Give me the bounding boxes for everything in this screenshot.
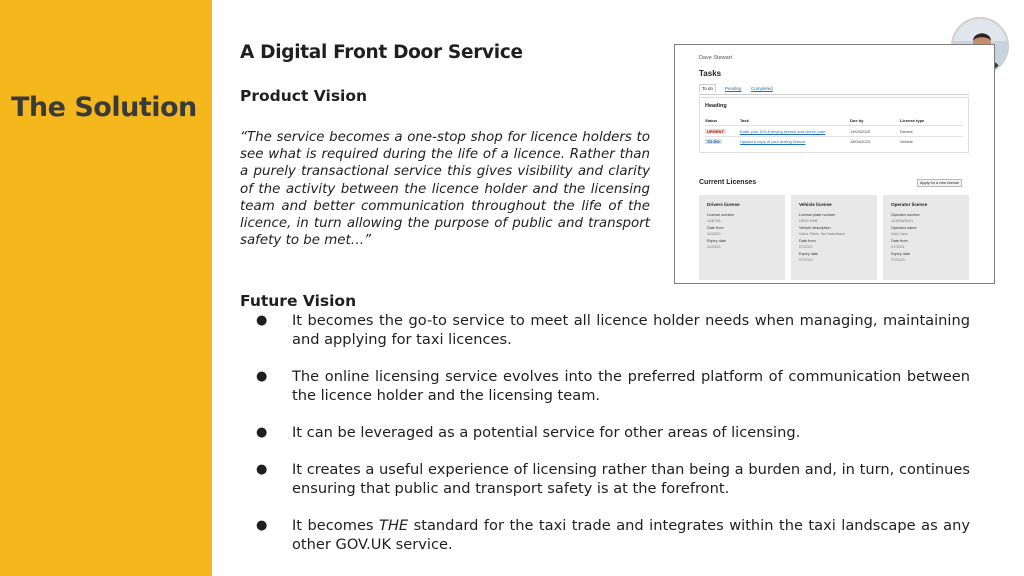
card-label: Date from (891, 239, 908, 243)
dashboard-screenshot: Dave Stewart Tasks To do Pending Complet… (674, 44, 995, 284)
divider (705, 125, 963, 126)
license-type: Drivers (900, 129, 913, 134)
card-label: Operator name (891, 226, 917, 230)
bullet-text-emphasis: THE (379, 517, 409, 534)
column-header-task: Task (740, 118, 749, 123)
bullet-icon: ● (256, 425, 268, 440)
column-header-status: Status (705, 118, 718, 123)
operator-license-card: Operator license Operator number 123456/… (883, 195, 969, 280)
column-header-due: Due by (850, 118, 864, 123)
list-item: ● It creates a useful experience of licen… (240, 460, 970, 498)
card-label: License plate number (799, 213, 836, 217)
bullet-icon: ● (256, 462, 268, 477)
card-label: Operator number (891, 213, 920, 217)
future-vision-list: ● It becomes the go-to service to meet al… (240, 311, 970, 572)
card-label: Vehicle description (799, 226, 831, 230)
bullet-text: The online licensing service evolves int… (292, 368, 970, 404)
vehicle-license-card: Vehicle license License plate number DR1… (791, 195, 877, 280)
column-header-type: License type (900, 118, 925, 123)
bullet-text: It becomes the go-to service to meet all… (292, 312, 970, 348)
tab-completed[interactable]: Completed (751, 86, 773, 91)
card-title: Vehicle license (799, 202, 832, 207)
list-item: ● The online licensing service evolves in… (240, 367, 970, 405)
bullet-icon: ● (256, 313, 268, 328)
card-value: 1AB726 (707, 219, 721, 223)
bullet-icon: ● (256, 369, 268, 384)
card-value: DR19 HVB (799, 219, 818, 223)
tasks-tabs: To do Pending Completed (699, 84, 969, 95)
task-link[interactable]: Upload a copy of your driving licence (740, 139, 806, 144)
card-value: 11/2020 (707, 232, 721, 236)
current-licenses-title: Current Licenses (699, 179, 757, 186)
due-date: 18/04/2023 (850, 139, 871, 144)
sidebar-panel: The Solution (0, 0, 212, 576)
tasks-title: Tasks (699, 69, 722, 78)
future-vision-heading: Future Vision (240, 292, 357, 310)
list-item: ● It becomes the go-to service to meet al… (240, 311, 970, 349)
status-badge: TO DO (705, 139, 722, 144)
tasks-panel: Heading Status Task Due by License type … (699, 97, 969, 153)
status-badge: URGENT (705, 129, 726, 134)
card-value: 11/2023 (707, 245, 721, 249)
drivers-license-card: Drivers license License number 1AB726 Da… (699, 195, 785, 280)
apply-license-button[interactable]: Apply for a new license (917, 179, 963, 187)
card-value: 07/2021 (799, 245, 813, 249)
divider (705, 136, 963, 137)
task-link[interactable]: Enter your DVLA driving licence and chec… (740, 129, 826, 134)
card-label: Date from (707, 226, 724, 230)
license-type: Vehicle (900, 139, 913, 144)
product-vision-quote: “The service becomes a one-stop shop for… (240, 130, 650, 249)
card-title: Drivers license (707, 202, 740, 207)
card-label: Expiry date (891, 252, 910, 256)
card-value: Volvo Silver, 5st Hatchback (799, 232, 845, 236)
bullet-text: It can be leveraged as a potential servi… (292, 424, 801, 441)
card-value: A&A Cars (891, 232, 908, 236)
bullet-icon: ● (256, 518, 268, 533)
card-value: 07/2021 (891, 245, 905, 249)
product-vision-heading: Product Vision (240, 87, 368, 105)
card-label: Date from (799, 239, 816, 243)
due-date: 13/03/2023 (850, 129, 871, 134)
user-name: Dave Stewart (699, 55, 733, 61)
card-title: Operator license (891, 202, 928, 207)
sidebar-title: The Solution (11, 92, 197, 123)
panel-heading: Heading (705, 103, 727, 109)
card-label: Expiry date (707, 239, 726, 243)
card-value: 07/2024 (799, 258, 813, 262)
card-value: 07/2025 (891, 258, 905, 262)
card-value: 123456/0101 (891, 219, 914, 223)
tab-pending[interactable]: Pending (725, 86, 742, 91)
page-title: A Digital Front Door Service (240, 42, 523, 63)
tab-to-do[interactable]: To do (699, 84, 717, 92)
card-label: Expiry date (799, 252, 818, 256)
bullet-text-before: It becomes (292, 517, 380, 534)
list-item: ● It can be leveraged as a potential serv… (240, 423, 970, 442)
card-label: License number (707, 213, 735, 217)
bullet-text-after: standard for the taxi trade and integrat… (292, 517, 971, 553)
list-item: ● It becomes THE standard for the taxi tr… (240, 516, 970, 554)
bullet-text: It creates a useful experience of licens… (292, 461, 970, 497)
